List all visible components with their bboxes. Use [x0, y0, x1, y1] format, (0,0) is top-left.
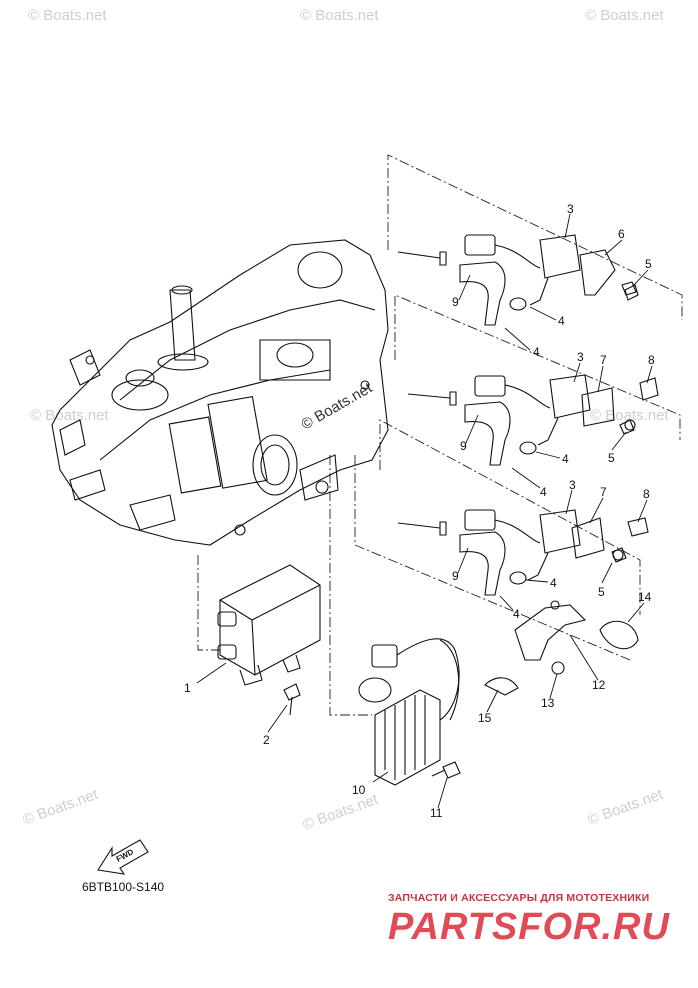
callout-5: 5 [645, 257, 652, 271]
callout-4: 4 [562, 452, 569, 466]
callout-labels: 1 2 3 3 3 4 4 4 4 4 4 5 5 5 6 7 7 8 8 9 … [184, 202, 655, 820]
callout-11: 11 [430, 806, 443, 820]
rectifier-regulator [358, 638, 460, 786]
brand-logo: PARTSFOR.RU [388, 906, 670, 948]
cdi-unit [217, 564, 321, 686]
watermark: © Boats.net [300, 7, 379, 24]
callout-2: 2 [263, 733, 270, 747]
callout-4: 4 [533, 345, 540, 359]
sensor-bracket-assembly [484, 600, 639, 696]
watermark: © Boats.net [21, 786, 101, 829]
callout-5: 5 [598, 585, 605, 599]
callout-3: 3 [567, 202, 574, 216]
brand-subtitle: ЗАПЧАСТИ И АКСЕССУАРЫ ДЛЯ МОТОТЕХНИКИ [388, 892, 650, 904]
callout-8: 8 [643, 487, 650, 501]
callout-15: 15 [478, 711, 492, 725]
coil-group-bottom [397, 509, 649, 596]
callout-4: 4 [540, 485, 547, 499]
callout-7: 7 [600, 485, 607, 499]
callout-8: 8 [648, 353, 655, 367]
watermark: © Boats.net [586, 786, 666, 829]
watermark: © Boats.net [301, 791, 381, 834]
coil-group-middle [407, 374, 659, 466]
callout-9: 9 [452, 295, 459, 309]
callout-12: 12 [592, 678, 606, 692]
callout-10: 10 [352, 783, 366, 797]
callout-9: 9 [452, 569, 459, 583]
callout-14: 14 [638, 590, 652, 604]
bolt-2 [283, 683, 301, 716]
callout-9: 9 [460, 439, 467, 453]
callout-6: 6 [618, 227, 625, 241]
callout-13: 13 [541, 696, 555, 710]
bolt-11 [431, 761, 461, 779]
ignition-coil-assembly [397, 234, 659, 596]
engine-block [51, 239, 389, 546]
watermark: © Boats.net [590, 407, 669, 424]
callout-3: 3 [577, 350, 584, 364]
callout-4: 4 [558, 314, 565, 328]
callout-4: 4 [550, 576, 557, 590]
watermark-group: © Boats.net © Boats.net © Boats.net © Bo… [21, 7, 670, 834]
callout-1: 1 [184, 681, 191, 695]
callout-5: 5 [608, 451, 615, 465]
coil-group-top [397, 234, 639, 326]
callout-leaders [196, 213, 653, 809]
watermark: © Boats.net [28, 7, 107, 24]
bolts-5 [611, 281, 637, 563]
watermark: © Boats.net [30, 407, 109, 424]
callout-4: 3 [569, 478, 576, 492]
watermark: © Boats.net [299, 379, 376, 433]
callout-7: 7 [600, 353, 607, 367]
diagram-code: 6BTB100-S140 [82, 880, 165, 894]
fwd-arrow-icon: FWD [97, 839, 149, 875]
callout-4: 4 [513, 607, 520, 621]
watermark: © Boats.net [585, 7, 664, 24]
